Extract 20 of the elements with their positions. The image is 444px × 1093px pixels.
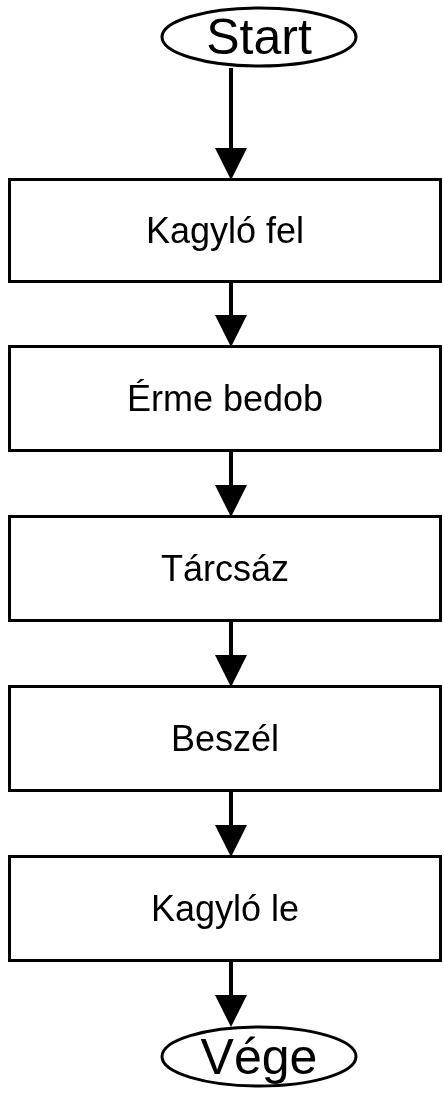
- terminal-oval: [160, 1025, 358, 1088]
- arrow: [215, 962, 247, 1027]
- terminal-oval: [160, 6, 358, 68]
- node-label: Kagyló fel: [145, 212, 305, 249]
- node-label: Tárcsáz: [161, 550, 289, 587]
- node-label: Vége: [200, 1031, 318, 1082]
- arrow: [215, 283, 247, 347]
- process-box: [8, 178, 442, 283]
- process-box: [8, 515, 442, 622]
- arrow: [215, 68, 247, 180]
- node-label: Kagyló le: [150, 890, 300, 927]
- process-box: [8, 855, 442, 962]
- process-box: [8, 345, 442, 452]
- arrow: [215, 452, 247, 517]
- node-label: Beszél: [170, 720, 280, 757]
- arrow: [215, 792, 247, 857]
- node-label: Érme bedob: [126, 380, 324, 417]
- arrow: [215, 622, 247, 687]
- node-label: Start: [206, 12, 312, 62]
- process-box: [8, 685, 442, 792]
